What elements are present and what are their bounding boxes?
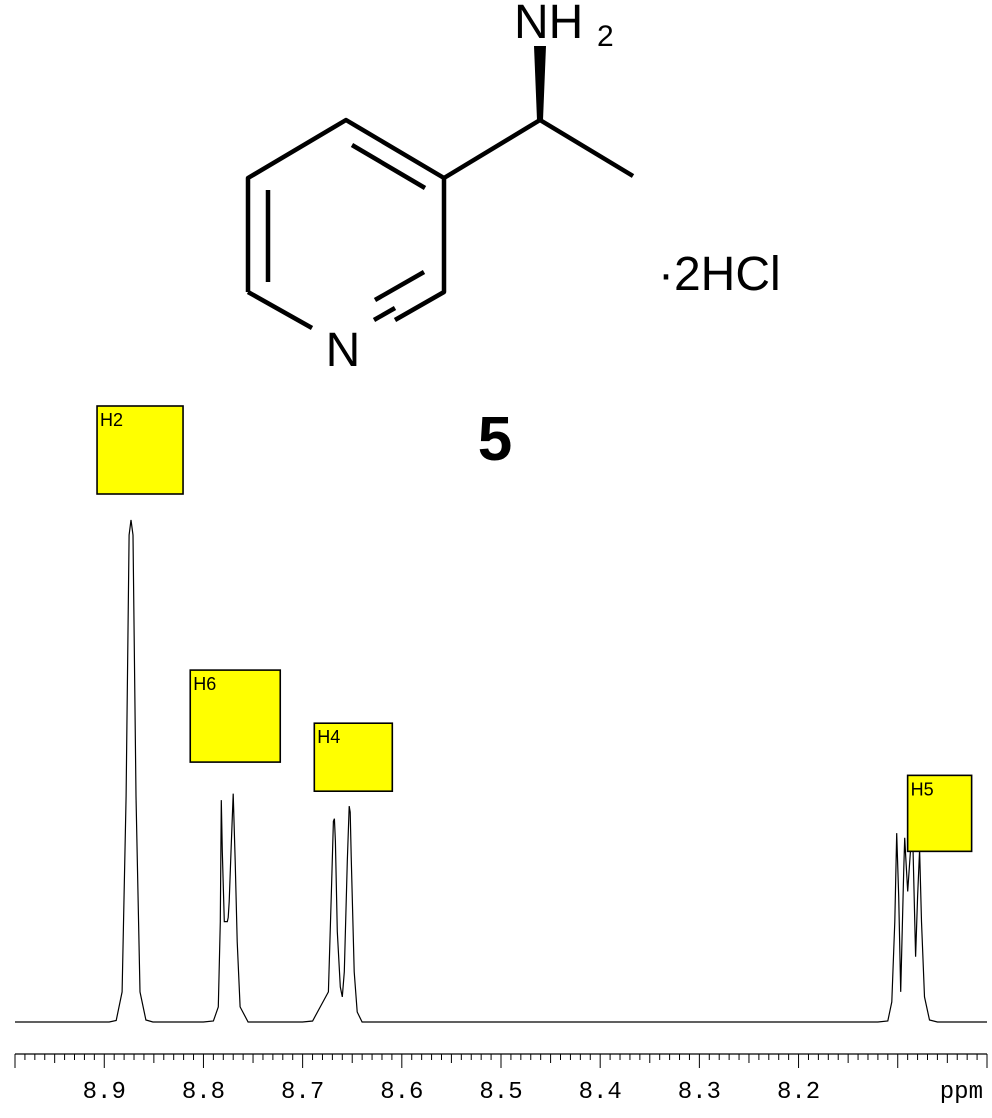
amine-subscript: 2 bbox=[597, 20, 614, 53]
ring-nitrogen-label: N bbox=[326, 324, 361, 377]
chemical-structure: N NH 2 ·2HCl 5 bbox=[245, 0, 781, 474]
tick-label: 8.9 bbox=[83, 1079, 126, 1106]
peak-label-text: H5 bbox=[911, 779, 934, 799]
tick-label: 8.6 bbox=[380, 1079, 423, 1106]
ppm-axis: 8.9 8.8 8.7 8.6 8.5 8.4 8.3 8.2 ppm bbox=[14, 1053, 988, 1106]
x-axis-label: ppm bbox=[940, 1079, 983, 1106]
tick-label: 8.5 bbox=[479, 1079, 522, 1106]
peak-label-text: H2 bbox=[100, 410, 123, 430]
peak-label-h6: H6 bbox=[189, 669, 282, 763]
double-bond-top bbox=[350, 143, 427, 190]
compound-number: 5 bbox=[478, 405, 512, 474]
peak-label-h4: H4 bbox=[313, 722, 394, 793]
tick-label: 8.2 bbox=[777, 1079, 820, 1106]
ring-bond-n-right bbox=[372, 306, 397, 322]
nmr-spectrum bbox=[15, 519, 987, 1023]
bond-chiral-to-methyl bbox=[538, 118, 635, 178]
bond-ring-to-chiral bbox=[442, 118, 542, 180]
peak-label-h5: H5 bbox=[906, 774, 973, 853]
salt-label: ·2HCl bbox=[658, 248, 781, 301]
amine-label: NH bbox=[514, 0, 583, 49]
tick-label: 8.7 bbox=[281, 1079, 324, 1106]
tick-label: 8.8 bbox=[182, 1079, 225, 1106]
double-bond-bottom bbox=[373, 270, 426, 302]
peak-label-text: H6 bbox=[193, 674, 216, 694]
peak-label-box bbox=[189, 669, 282, 763]
peak-label-h2: H2 bbox=[96, 405, 184, 495]
tick-label: 8.4 bbox=[579, 1079, 622, 1106]
peak-label-text: H4 bbox=[317, 727, 340, 747]
peak-label-box bbox=[313, 722, 394, 793]
spectrum-trace bbox=[15, 519, 987, 1023]
wedge-bond bbox=[534, 46, 546, 120]
peak-label-box bbox=[96, 405, 184, 495]
tick-label: 8.3 bbox=[678, 1079, 721, 1106]
ring-bond-n-left bbox=[246, 290, 314, 330]
pyridine-ring bbox=[245, 117, 447, 322]
peak-label-box bbox=[906, 774, 973, 853]
